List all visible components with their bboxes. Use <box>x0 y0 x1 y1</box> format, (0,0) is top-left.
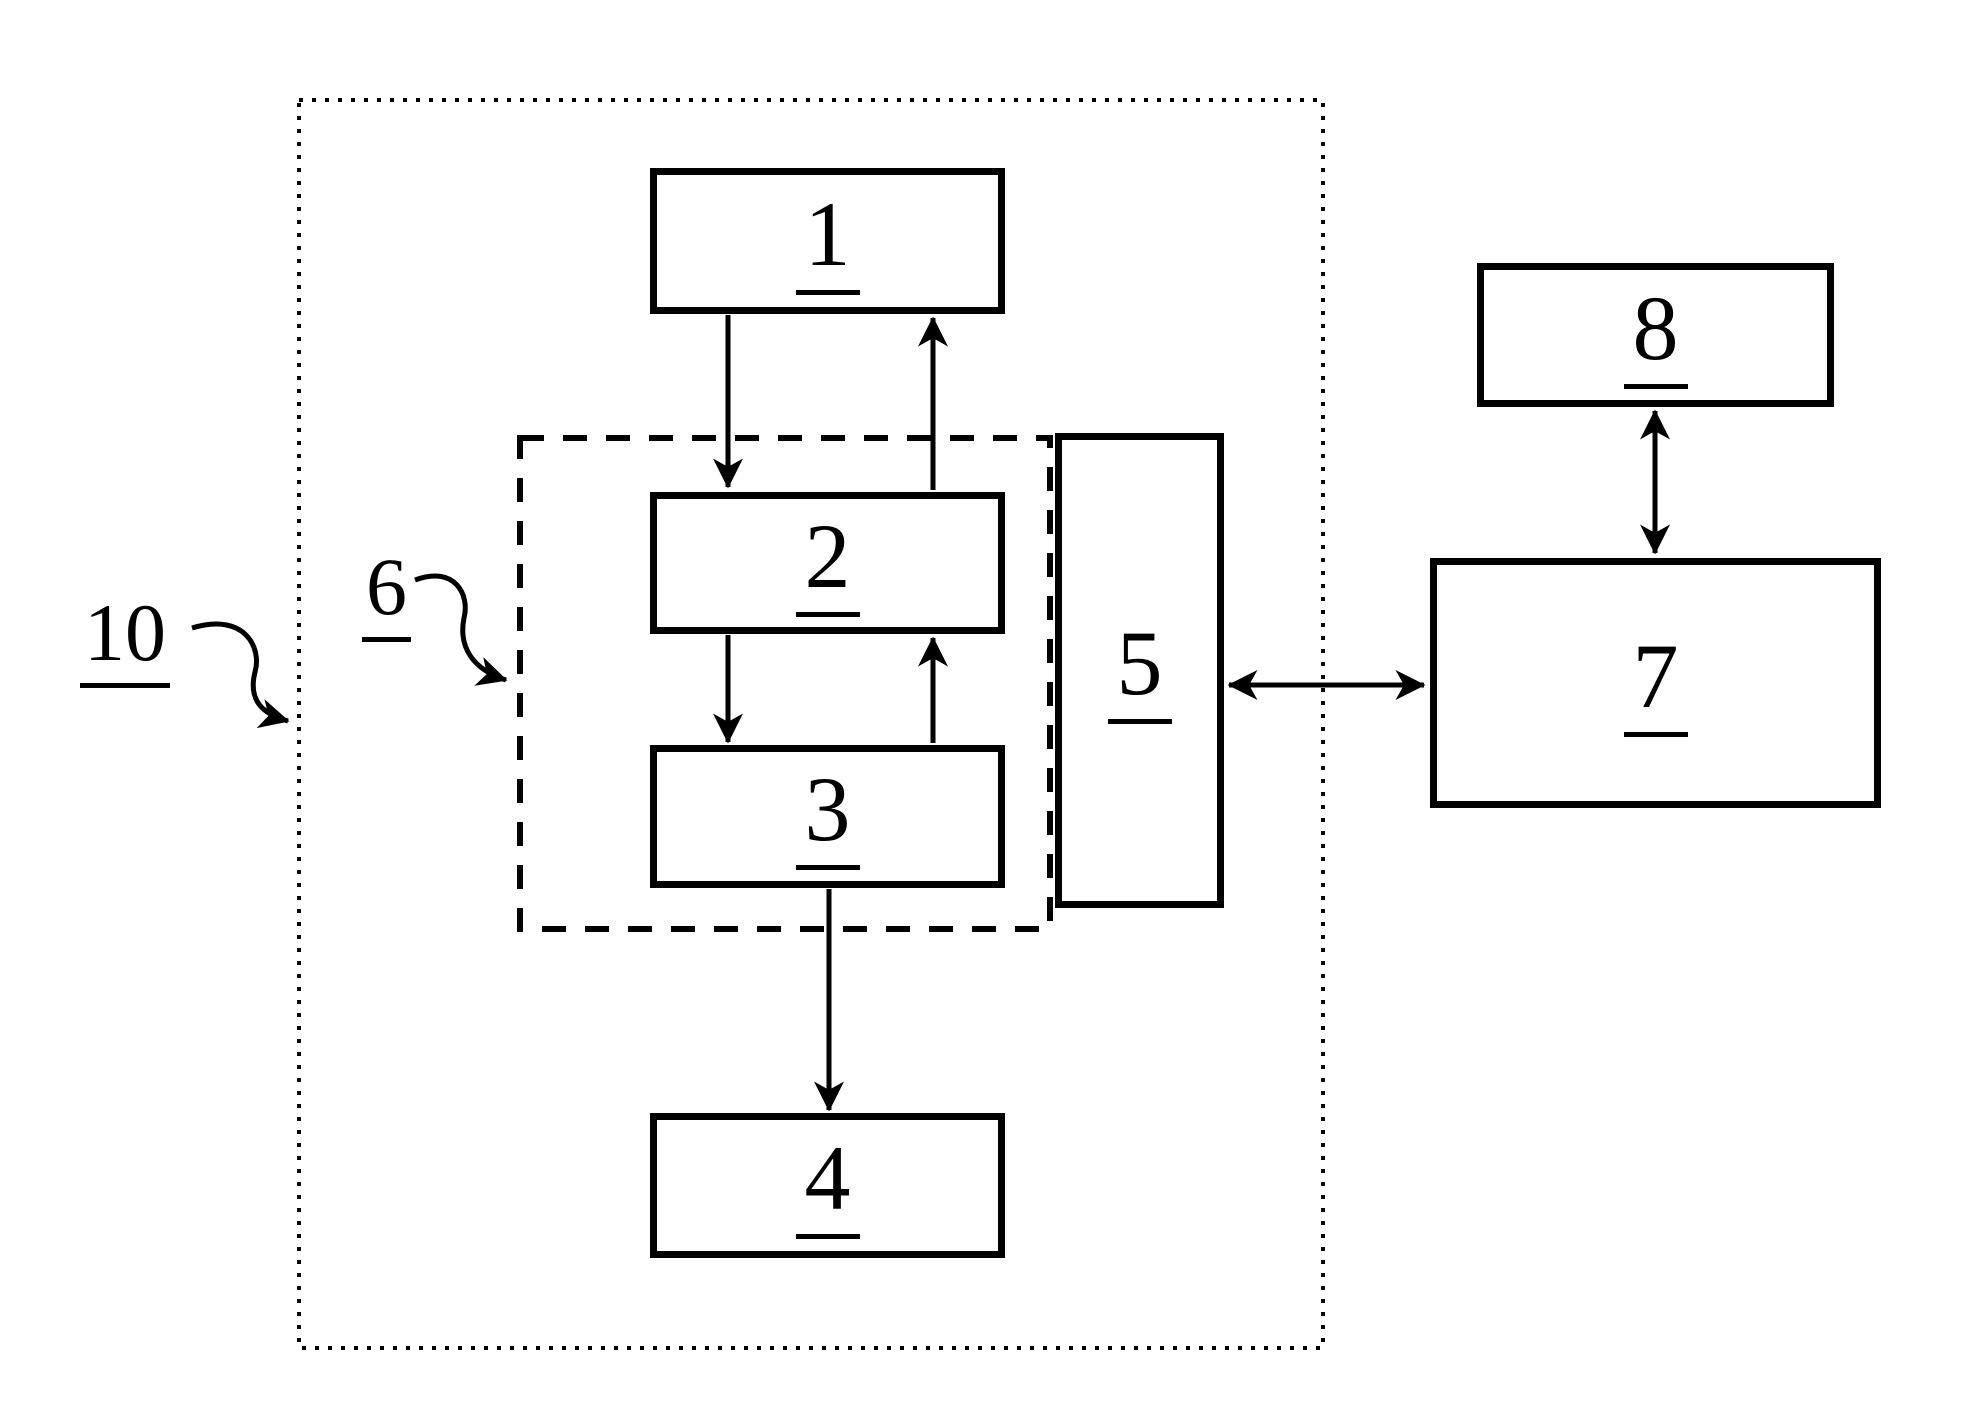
block-1: 1 <box>650 168 1005 314</box>
block-7: 7 <box>1430 558 1881 808</box>
block-4-number: 4 <box>795 1132 860 1239</box>
block-8: 8 <box>1477 263 1834 407</box>
label-10-number: 10 <box>80 592 170 688</box>
leader-arrow-6 <box>414 573 508 686</box>
block-1-number: 1 <box>795 188 860 295</box>
block-3-number: 3 <box>795 763 860 870</box>
block-5: 5 <box>1055 433 1224 908</box>
block-8-number: 8 <box>1623 282 1688 389</box>
label-6: 6 <box>362 546 411 642</box>
block-2-number: 2 <box>795 510 860 617</box>
module-group-boundary-dashed <box>517 435 1053 932</box>
block-5-number: 5 <box>1107 617 1172 724</box>
label-6-number: 6 <box>362 546 411 642</box>
leader-arrow-10 <box>191 621 290 729</box>
label-10: 10 <box>80 592 170 688</box>
block-2: 2 <box>650 492 1005 634</box>
block-4: 4 <box>650 1113 1005 1258</box>
system-boundary-dotted <box>297 98 1325 1350</box>
block-3: 3 <box>650 745 1005 888</box>
block-7-number: 7 <box>1623 630 1688 737</box>
